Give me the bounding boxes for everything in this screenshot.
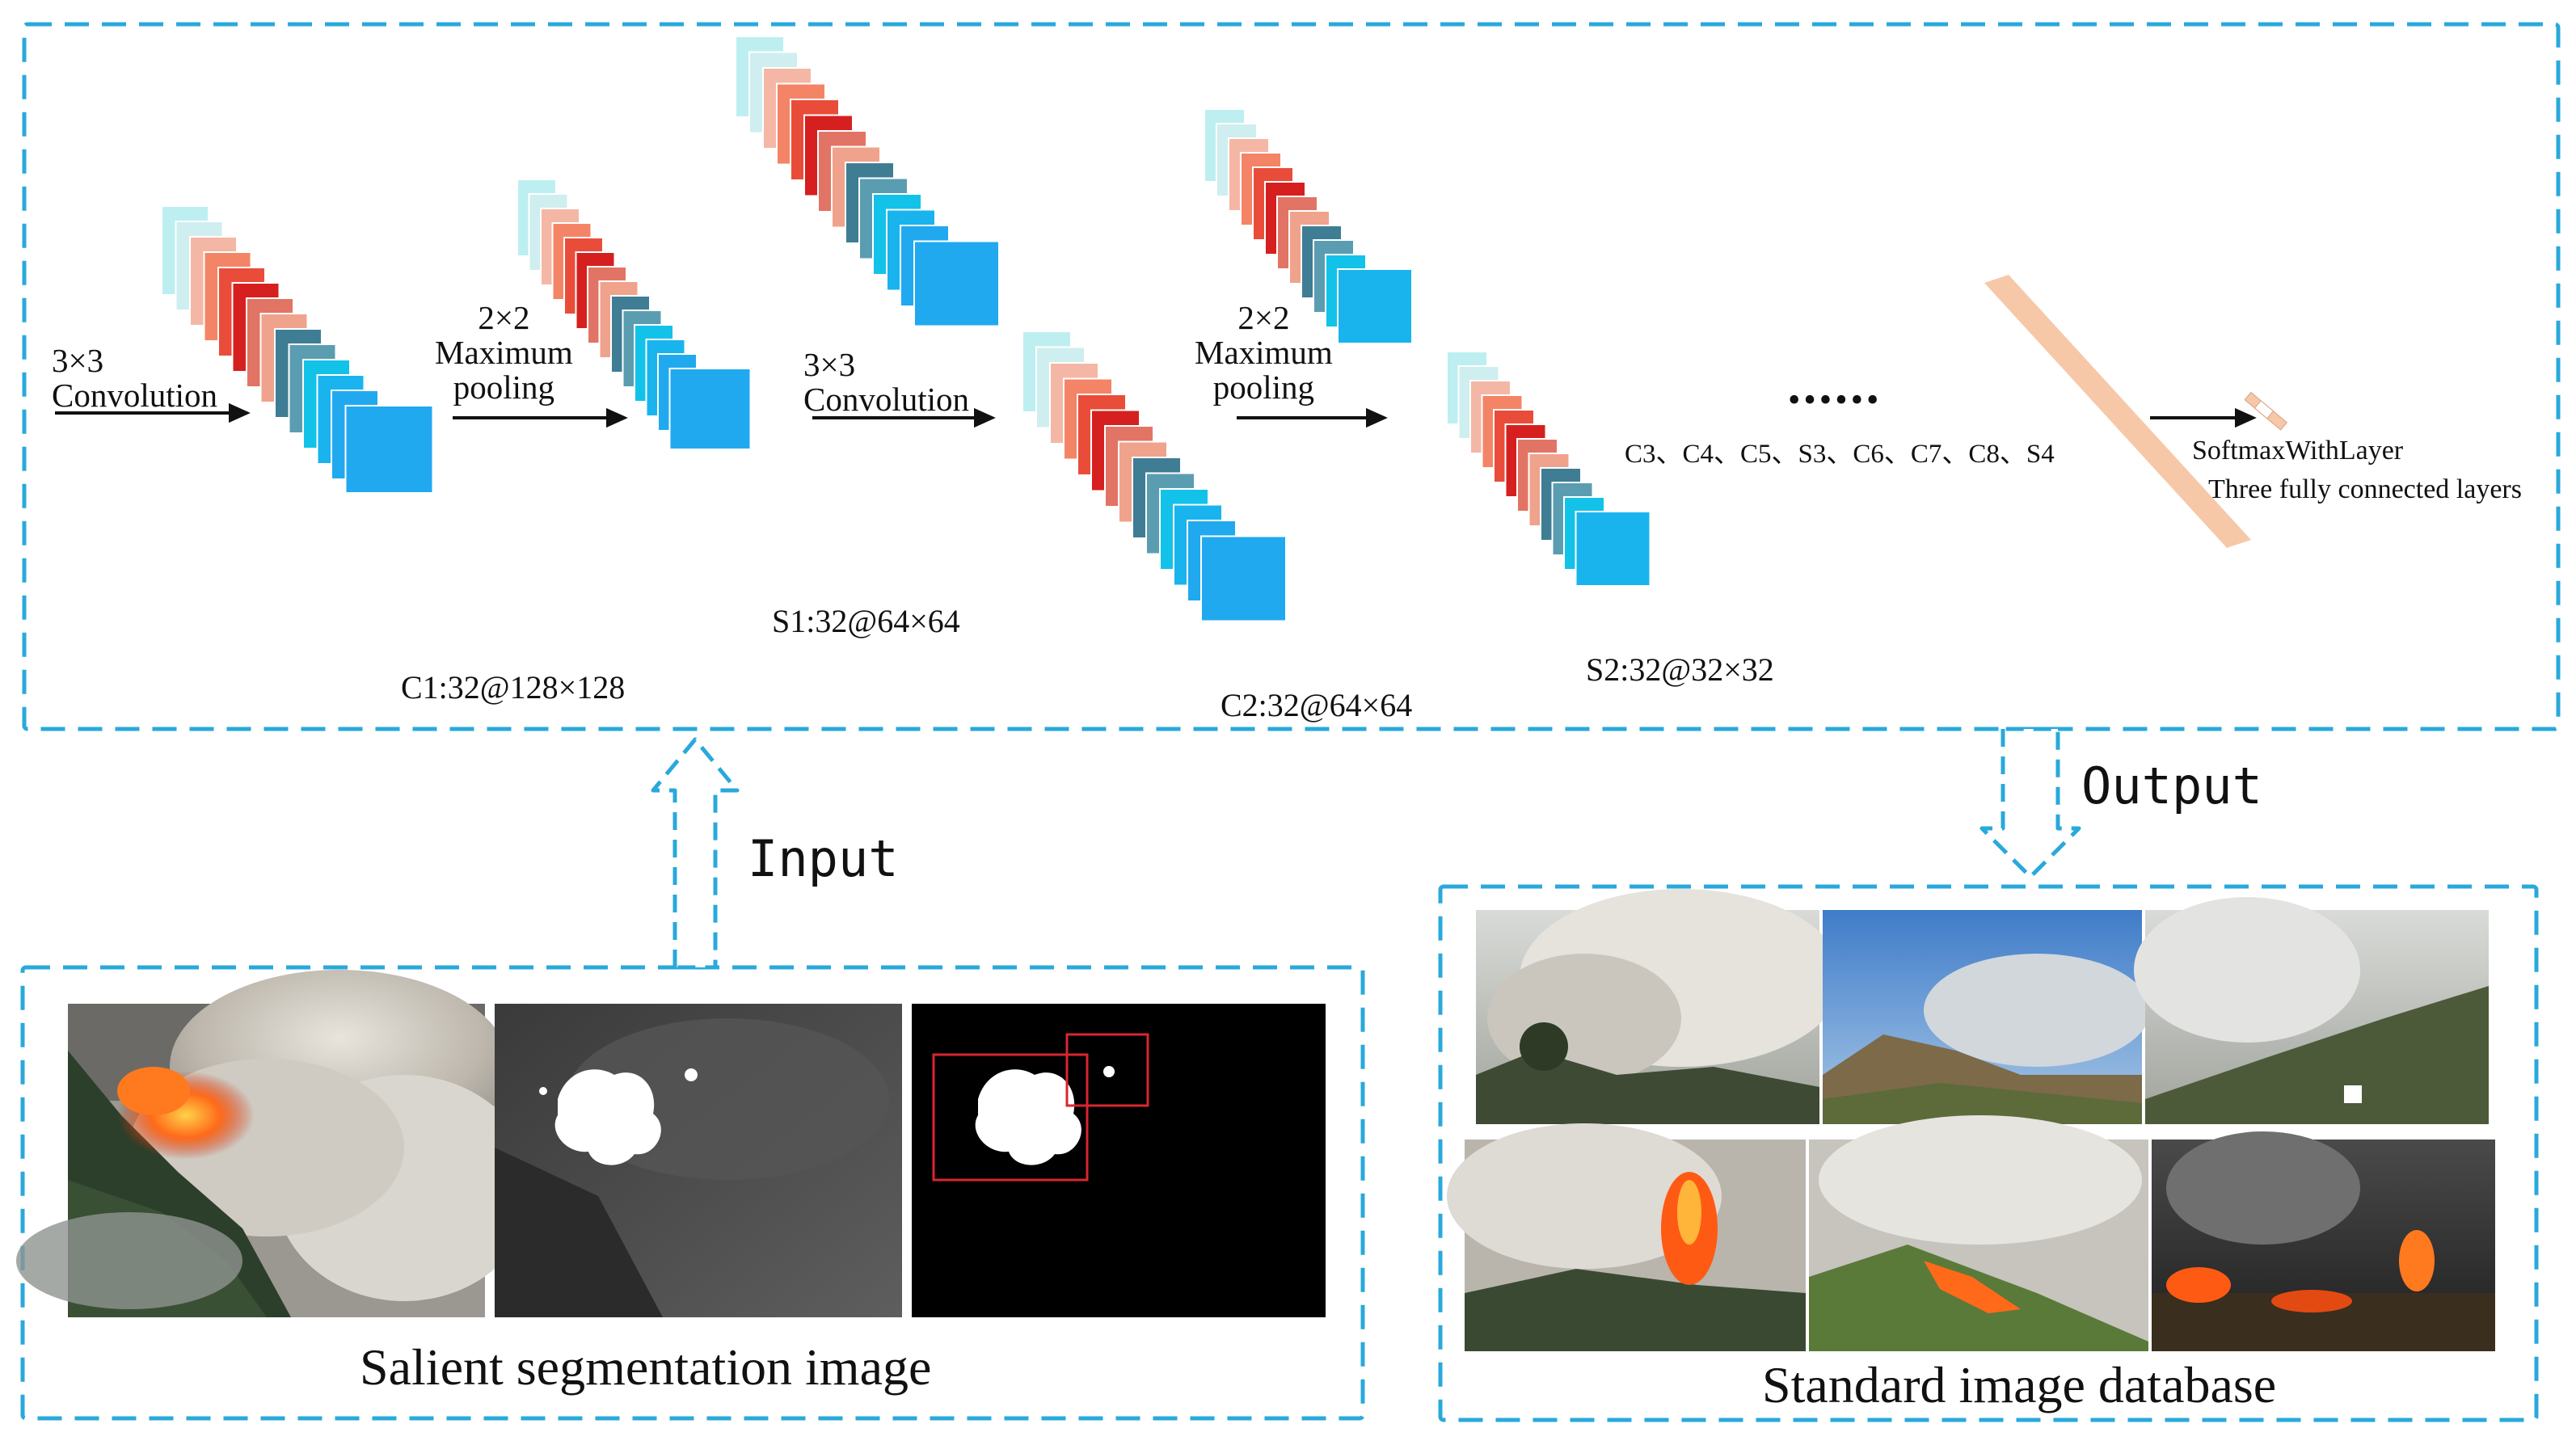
standard-database-caption: Standard image database — [1762, 1356, 2277, 1413]
bounding-box-large — [932, 1053, 1089, 1182]
operation-arrows — [55, 402, 2257, 428]
pool1-label: 2×2 Maximum pooling — [435, 299, 573, 407]
white-marker — [2344, 1085, 2362, 1103]
flow-arrows — [651, 727, 2081, 970]
feature-map-layer — [1575, 511, 1651, 587]
database-photo-6 — [2152, 1131, 2495, 1351]
c1-size-label: C1:32@128×128 — [401, 669, 626, 706]
s1-size-label: S1:32@64×64 — [772, 603, 960, 639]
binary-segmentation-photo — [912, 1004, 1326, 1317]
fc-layer-graphic — [1984, 275, 2288, 548]
input-panel-frame — [20, 965, 1365, 1421]
dashed-frames — [20, 22, 2561, 1422]
input-arrow — [651, 737, 740, 970]
c2-lower-stack — [1022, 331, 1287, 622]
salient-segmentation-caption: Salient segmentation image — [360, 1338, 932, 1396]
feature-map-layer — [344, 405, 434, 494]
output-arrow — [1979, 727, 2081, 879]
database-photo-5 — [1809, 1115, 2148, 1351]
grayscale-saliency-photo — [495, 1004, 902, 1317]
s2-lower-stack — [1446, 351, 1651, 587]
fc-layers-label: Three fully connected layers — [2208, 474, 2522, 504]
output-label: Output — [2081, 756, 2262, 815]
pool2-label: 2×2 Maximum pooling — [1195, 299, 1333, 407]
more-layers-label: C3、C4、C5、S3、C6、C7、C8、S4 — [1625, 440, 2055, 469]
feature-map-layer — [668, 368, 752, 450]
c2-upper-stack — [735, 36, 1000, 327]
bounding-box-small — [1065, 1033, 1149, 1107]
conv2-label: 3×3 Convolution — [803, 346, 970, 419]
output-panel-frame — [1438, 884, 2539, 1422]
feature-map-stacks — [161, 36, 1651, 622]
c2-size-label: C2:32@64×64 — [1221, 687, 1413, 723]
softmax-label: SoftmaxWithLayer — [2192, 436, 2404, 466]
c1-stack — [161, 205, 434, 494]
network-frame — [22, 22, 2561, 731]
feature-map-layer — [913, 240, 1000, 327]
s2-size-label: S2:32@32×32 — [1586, 651, 1774, 688]
s2-upper-stack — [1204, 108, 1413, 344]
input-label: Input — [748, 829, 899, 888]
database-photo-4 — [1447, 1123, 1806, 1351]
fire-photo-original — [16, 970, 533, 1317]
conv1-label: 3×3 Convolution — [52, 342, 218, 415]
feature-map-layer — [1200, 535, 1287, 622]
database-photo-2 — [1823, 910, 2150, 1124]
feature-map-layer — [1337, 268, 1413, 344]
s1-stack — [516, 179, 752, 450]
ellipsis-dots: •••••• — [1788, 380, 1882, 419]
database-photo-1 — [1476, 889, 1843, 1124]
database-photo-3 — [2134, 897, 2489, 1124]
